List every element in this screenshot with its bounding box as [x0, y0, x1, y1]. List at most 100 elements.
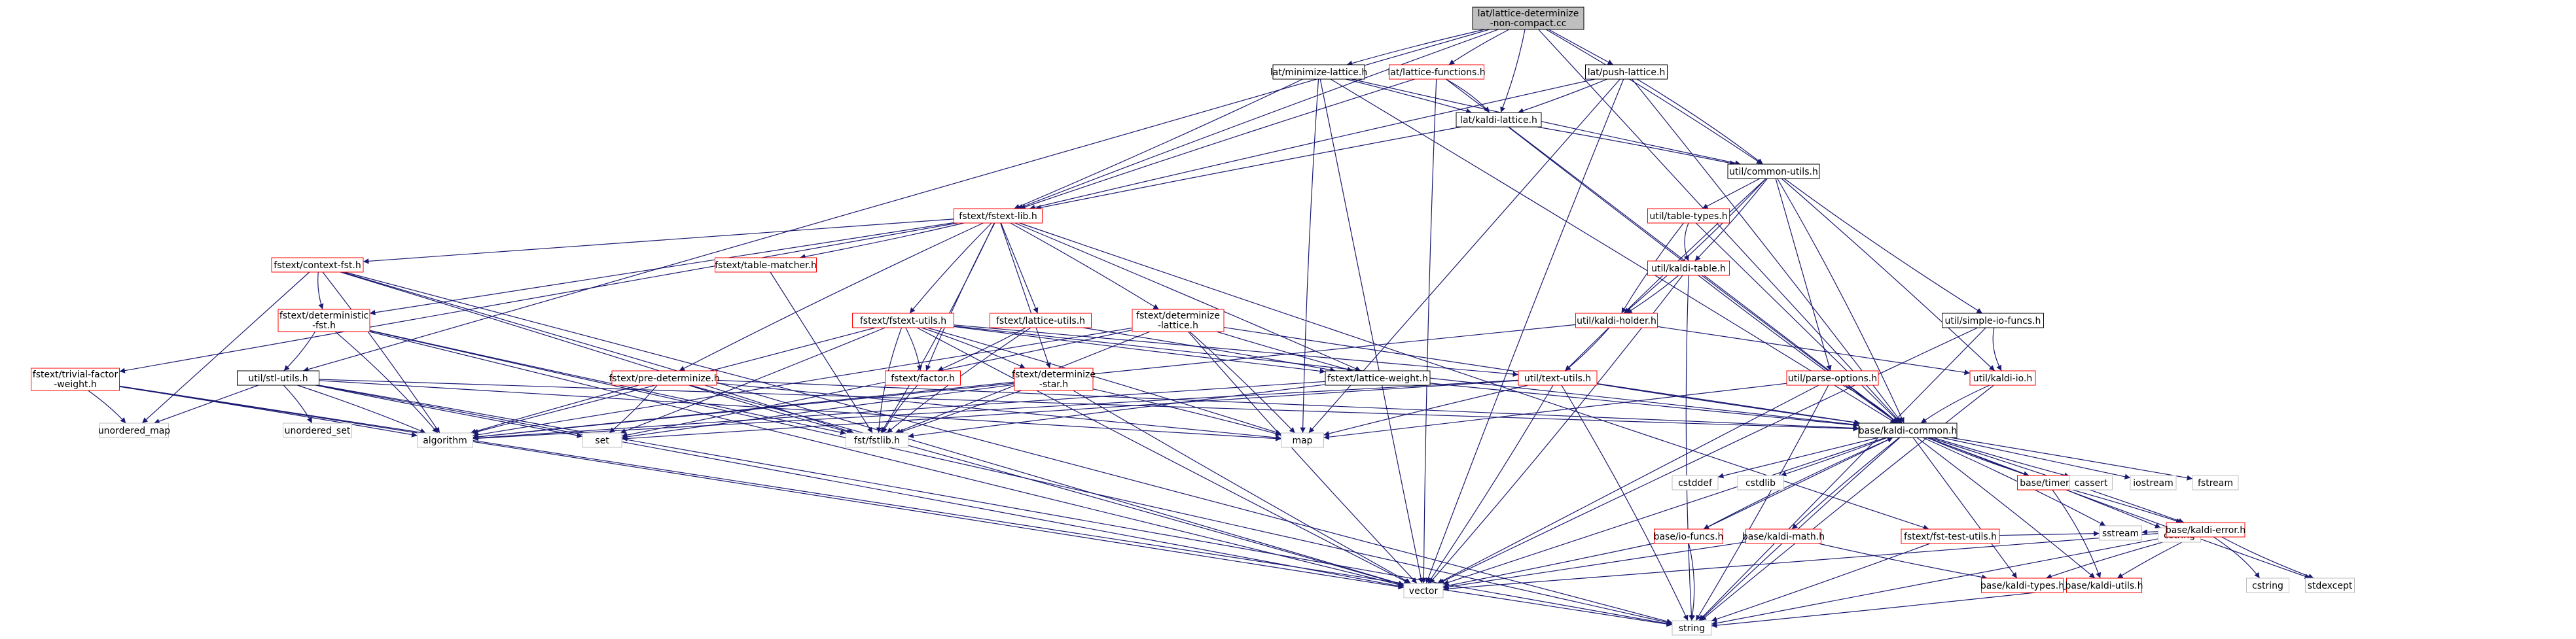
node-stlutils[interactable]: util/stl-utils.h — [237, 370, 319, 386]
node-kaldiutils[interactable]: base/kaldi-utils.h — [2065, 578, 2143, 593]
edge-basecommon-to-kalditypes — [1912, 437, 2018, 579]
node-box — [990, 313, 1092, 328]
edge-fstextlib-to-fsttestutils — [1019, 222, 1929, 530]
edge-fstextutils-to-factor — [905, 327, 923, 371]
node-box — [2069, 475, 2113, 491]
edge-textutils-to-string — [1561, 385, 1689, 621]
node-parseopts[interactable]: util/parse-options.h — [1786, 370, 1879, 386]
edge-push-to-commonutils — [1636, 78, 1764, 165]
edge-fsttestutils-to-sstream — [1999, 530, 2100, 536]
edge-kaldilattice-to-fstextlib — [1035, 126, 1461, 211]
node-label: fstext/lattice-utils.h — [996, 316, 1085, 326]
node-box — [2166, 522, 2245, 538]
node-fstextlib[interactable]: fstext/fstext-lib.h — [954, 208, 1043, 224]
edge-stlutils-to-string — [319, 385, 1673, 627]
node-cassert: cassert — [2069, 475, 2113, 491]
node-kaldiio[interactable]: util/kaldi-io.h — [1969, 370, 2036, 386]
node-label: base/io-funcs.h — [1654, 532, 1724, 542]
node-predet[interactable]: fstext/pre-determinize.h — [609, 370, 720, 386]
edge-tabletypes-to-kalditable — [1683, 222, 1689, 262]
node-iofuncs[interactable]: base/io-funcs.h — [1654, 528, 1724, 544]
node-label: fstext/fst-test-utils.h — [1904, 532, 1997, 542]
node-kalditable[interactable]: util/kaldi-table.h — [1647, 260, 1730, 276]
edge-kaldimath-to-kalditypes — [1818, 543, 1988, 580]
node-latfunc[interactable]: lat/lattice-functions.h — [1387, 64, 1486, 80]
node-push[interactable]: lat/push-lattice.h — [1585, 64, 1668, 80]
node-box — [99, 423, 169, 438]
node-fstextutils[interactable]: fstext/fstext-utils.h — [852, 313, 954, 328]
node-box — [582, 432, 622, 448]
edge-commonutils-to-kaldiholder — [1624, 178, 1766, 314]
edge-parseopts-to-string — [1695, 385, 1829, 621]
node-box — [2066, 578, 2142, 593]
node-tabletypes[interactable]: util/table-types.h — [1647, 208, 1730, 224]
node-label: set — [595, 436, 609, 446]
node-box — [1745, 528, 1821, 544]
node-label: fstext/lattice-weight.h — [1327, 373, 1428, 384]
node-kaldiholder[interactable]: util/kaldi-holder.h — [1575, 313, 1658, 328]
node-factor[interactable]: fstext/factor.h — [885, 370, 961, 386]
node-box — [1737, 475, 1784, 491]
edge-basecommon-to-kaldimath — [1791, 437, 1900, 530]
node-latweight[interactable]: fstext/lattice-weight.h — [1325, 370, 1431, 386]
node-box — [2246, 578, 2289, 593]
node-trivial[interactable]: fstext/trivial-factor-weight.h — [31, 368, 120, 391]
node-label: util/kaldi-holder.h — [1577, 316, 1656, 326]
node-basetimer[interactable]: base/timer.h — [2017, 475, 2080, 491]
node-fsttestutils[interactable]: fstext/fst-test-utils.h — [1901, 528, 2000, 544]
edge-minimize-to-kaldilattice — [1346, 78, 1472, 114]
node-vector: vector — [1403, 583, 1444, 598]
edge-basecommon-to-fstream — [1950, 437, 2193, 481]
edge-fstextlib-to-contextfst — [363, 218, 954, 264]
node-textutils[interactable]: util/text-utils.h — [1518, 370, 1598, 386]
node-fstream: fstream — [2192, 475, 2239, 491]
edge-minimize-to-commonutils — [1351, 78, 1741, 166]
node-minimize[interactable]: lat/minimize-lattice.h — [1270, 64, 1367, 80]
edge-kaldierror-to-vector — [1442, 532, 2167, 592]
node-tablematcher[interactable]: fstext/table-matcher.h — [715, 257, 817, 273]
edge-basecommon-to-iostream — [1941, 437, 2131, 479]
node-label: util/kaldi-table.h — [1651, 264, 1726, 274]
node-label: lat/lattice-functions.h — [1387, 67, 1485, 78]
node-basecommon[interactable]: base/kaldi-common.h — [1858, 423, 1958, 438]
edge-simpleio-to-kaldiio — [1992, 327, 2002, 371]
node-label: base/kaldi-error.h — [2166, 525, 2245, 536]
node-label: fstext/fstext-lib.h — [959, 211, 1037, 222]
edge-latweight-to-basecommon — [1429, 383, 1859, 428]
edge-kaldiio-to-basecommon — [1920, 385, 1990, 424]
node-label: fstext/fstext-utils.h — [860, 316, 946, 326]
node-label: base/kaldi-types.h — [1980, 581, 2064, 591]
node-kalditypes[interactable]: base/kaldi-types.h — [1980, 578, 2064, 593]
edge-predet-to-algorithm — [470, 385, 639, 434]
node-detlat[interactable]: fstext/determinize-lattice.h — [1132, 309, 1225, 332]
node-label: -weight.h — [54, 379, 97, 390]
edge-predet-to-basecommon — [716, 379, 1859, 431]
edge-fstextlib-to-latutils — [1000, 222, 1039, 314]
edge-predet-to-fstlib — [689, 385, 853, 434]
node-simpleio[interactable]: util/simple-io-funcs.h — [1942, 313, 2044, 328]
edge-predet-to-map — [716, 383, 1281, 441]
edge-trivial-to-unordered_map — [88, 390, 126, 424]
node-box — [1672, 620, 1712, 636]
edge-parseopts-to-map — [1323, 383, 1787, 440]
node-layer: lat/lattice-determinize-non-compact.cc la… — [31, 7, 2355, 636]
node-sstream: sstream — [2099, 525, 2142, 541]
node-label: util/kaldi-io.h — [1973, 373, 2033, 384]
node-contextfst[interactable]: fstext/context-fst.h — [271, 257, 364, 273]
node-kaldilattice[interactable]: lat/kaldi-lattice.h — [1456, 112, 1542, 128]
node-kaldimath[interactable]: base/kaldi-math.h — [1742, 528, 1825, 544]
edge-latweight-to-fstlib — [908, 384, 1326, 439]
node-latutils[interactable]: fstext/lattice-utils.h — [990, 313, 1092, 328]
edge-textutils-to-vector — [1427, 385, 1554, 584]
node-root[interactable]: lat/lattice-determinize-non-compact.cc — [1472, 7, 1584, 30]
edge-detstar-to-vector — [1073, 390, 1412, 584]
node-label: lat/kaldi-lattice.h — [1460, 115, 1537, 126]
node-kaldierror[interactable]: base/kaldi-error.h — [2166, 522, 2245, 538]
node-label: fstext/deterministic — [279, 311, 368, 321]
edge-basecommon-to-cstdlib — [1780, 437, 1888, 477]
node-box — [1014, 368, 1094, 391]
node-label: base/timer.h — [2020, 478, 2077, 489]
node-detstar[interactable]: fstext/determinize-star.h — [1012, 368, 1096, 391]
node-detfst[interactable]: fstext/deterministic-fst.h — [277, 309, 370, 332]
node-commonutils[interactable]: util/common-utils.h — [1727, 164, 1820, 179]
